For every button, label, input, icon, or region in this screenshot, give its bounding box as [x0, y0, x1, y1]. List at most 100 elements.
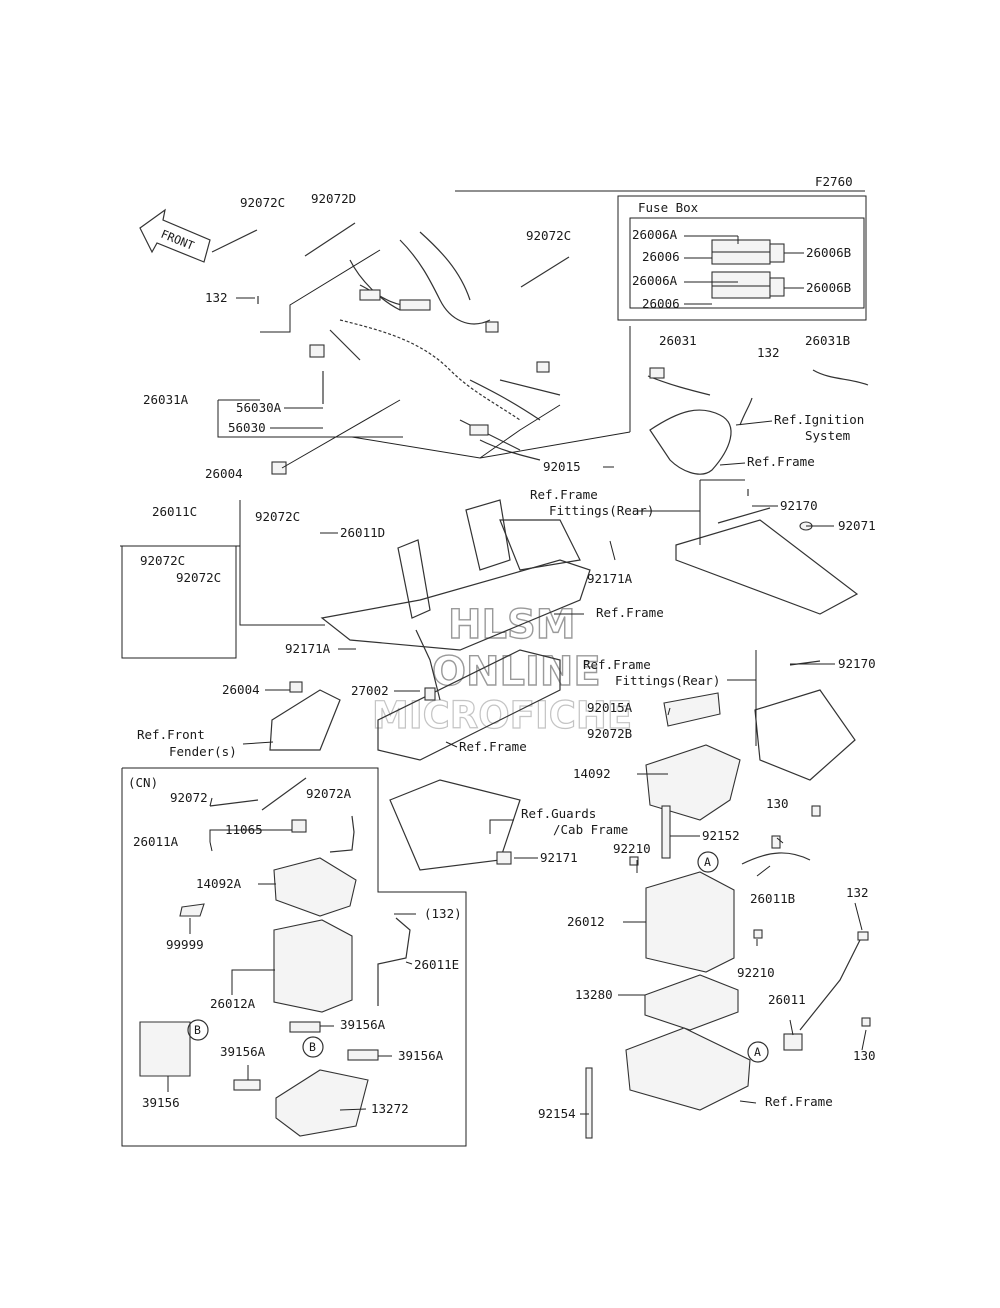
- battery-holder-shape: [275, 1069, 369, 1137]
- part-label: 92171A: [587, 571, 633, 586]
- part-label: 56030A: [236, 400, 282, 415]
- part-label: 99999: [166, 937, 204, 952]
- part-label: 92072C: [526, 228, 571, 243]
- cn-box: (CN): [121, 767, 467, 1147]
- battery-shape: [273, 919, 353, 1013]
- fuse-box-inset: Fuse Box 26006A 26006 26006A 26006 26006…: [617, 195, 867, 321]
- battery-shape: [645, 871, 735, 973]
- guard-shape: [389, 779, 521, 871]
- fuse-box-frame: [617, 195, 867, 321]
- battery-mat-shape: [644, 974, 739, 1031]
- part-label: 14092: [573, 766, 611, 781]
- part-label: 92171: [540, 850, 578, 865]
- ref-label: Ref.Frame: [765, 1094, 833, 1109]
- part-label: 92072C: [140, 553, 185, 568]
- callout-circle-b1: [187, 1019, 209, 1041]
- cable-tie-shape: [520, 256, 570, 288]
- part-label: 132: [205, 290, 228, 305]
- fuse-label-2: 26006: [642, 249, 680, 264]
- part-label: 92072D: [311, 191, 356, 206]
- part-label: 26011E: [414, 957, 459, 972]
- part-label: 92072C: [176, 570, 221, 585]
- part-label: (132): [424, 906, 462, 921]
- part-label: 39156A: [398, 1048, 444, 1063]
- fuse-label-6: 26006B: [806, 280, 851, 295]
- part-label: 39156A: [220, 1044, 266, 1059]
- part-label: 26011: [768, 992, 806, 1007]
- callout-circle-a1: [697, 851, 719, 873]
- part-label: 39156A: [340, 1017, 386, 1032]
- cable-tie-shape: [304, 222, 356, 257]
- callout-a2-label: A: [754, 1045, 761, 1059]
- frame-section-shape: [649, 409, 732, 475]
- ref-label: Ref.Frame: [459, 739, 527, 754]
- part-label: 14092A: [196, 876, 242, 891]
- main-harness-shape: [309, 231, 561, 461]
- part-label: 26011D: [340, 525, 385, 540]
- ref-label: Fender(s): [169, 744, 237, 759]
- ref-label: Ref.Frame: [596, 605, 664, 620]
- part-label: 13272: [371, 1101, 409, 1116]
- fuse-label-4: 26006: [642, 296, 680, 311]
- part-label: 39156: [142, 1095, 180, 1110]
- part-label: 26011A: [133, 834, 179, 849]
- part-label: 92170: [838, 656, 876, 671]
- relay-shape: [271, 461, 287, 475]
- ref-label: Fittings(Rear): [549, 503, 654, 518]
- part-label: 26004: [222, 682, 260, 697]
- watermark-line-2: ONLINE: [432, 649, 601, 695]
- part-label: 92072: [170, 790, 208, 805]
- part-label: 92072C: [255, 509, 300, 524]
- part-label: 56030: [228, 420, 266, 435]
- label-shape: [179, 903, 205, 917]
- fuse-label-3: 26006A: [632, 273, 678, 288]
- rear-fitting-plate-shape: [675, 519, 859, 615]
- main-frame-shape: [320, 499, 591, 761]
- ref-label: Ref.Frame: [530, 487, 598, 502]
- ref-label: Fittings(Rear): [615, 673, 720, 688]
- front-arrow-icon: FRONT: [139, 208, 211, 263]
- part-label: 26031: [659, 333, 697, 348]
- ref-label: Ref.Guards: [521, 806, 596, 821]
- part-label: 92072A: [306, 786, 352, 801]
- harness-shape: [647, 375, 711, 396]
- part-label: 92170: [780, 498, 818, 513]
- callout-a1-label: A: [704, 855, 711, 869]
- part-label: 132: [846, 885, 869, 900]
- part-label: 92071: [838, 518, 876, 533]
- part-label: 92210: [737, 965, 775, 980]
- part-label: 92154: [538, 1106, 576, 1121]
- bolt-shape: [585, 1067, 593, 1139]
- battery-tray-shape: [645, 744, 741, 821]
- part-label: 92152: [702, 828, 740, 843]
- part-label: 13280: [575, 987, 613, 1002]
- part-label: 26011C: [152, 504, 197, 519]
- figure-code: F2760: [815, 174, 853, 189]
- front-fender-shape: [269, 689, 341, 751]
- battery-rod-shape: [661, 805, 671, 859]
- ref-label: Ref.Frame: [583, 657, 651, 672]
- part-label: 26011B: [750, 891, 795, 906]
- fuse-box-title: Fuse Box: [638, 200, 699, 215]
- ref-label: /Cab Frame: [553, 822, 628, 837]
- part-label: 11065: [225, 822, 263, 837]
- fuse-label-1: 26006A: [632, 227, 678, 242]
- fuse-label-5: 26006B: [806, 245, 851, 260]
- part-label: 26031A: [143, 392, 189, 407]
- part-label: 92015: [543, 459, 581, 474]
- part-label: 130: [853, 1048, 876, 1063]
- fuse-box-inner-frame: [629, 217, 865, 309]
- ref-label: Ref.Front: [137, 727, 205, 742]
- watermark-line-1: HLSM: [448, 602, 576, 648]
- part-label: 26031B: [805, 333, 850, 348]
- cn-box-label: (CN): [128, 775, 158, 790]
- front-arrow-label: FRONT: [159, 227, 196, 253]
- leader-lines: [120, 249, 867, 1115]
- callout-b1-label: B: [194, 1023, 201, 1037]
- plate-shape: [754, 689, 856, 781]
- battery-holder-shape: [625, 1027, 751, 1111]
- part-label: 26012: [567, 914, 605, 929]
- battery-tray-shape: [273, 857, 357, 917]
- part-label: 26004: [205, 466, 243, 481]
